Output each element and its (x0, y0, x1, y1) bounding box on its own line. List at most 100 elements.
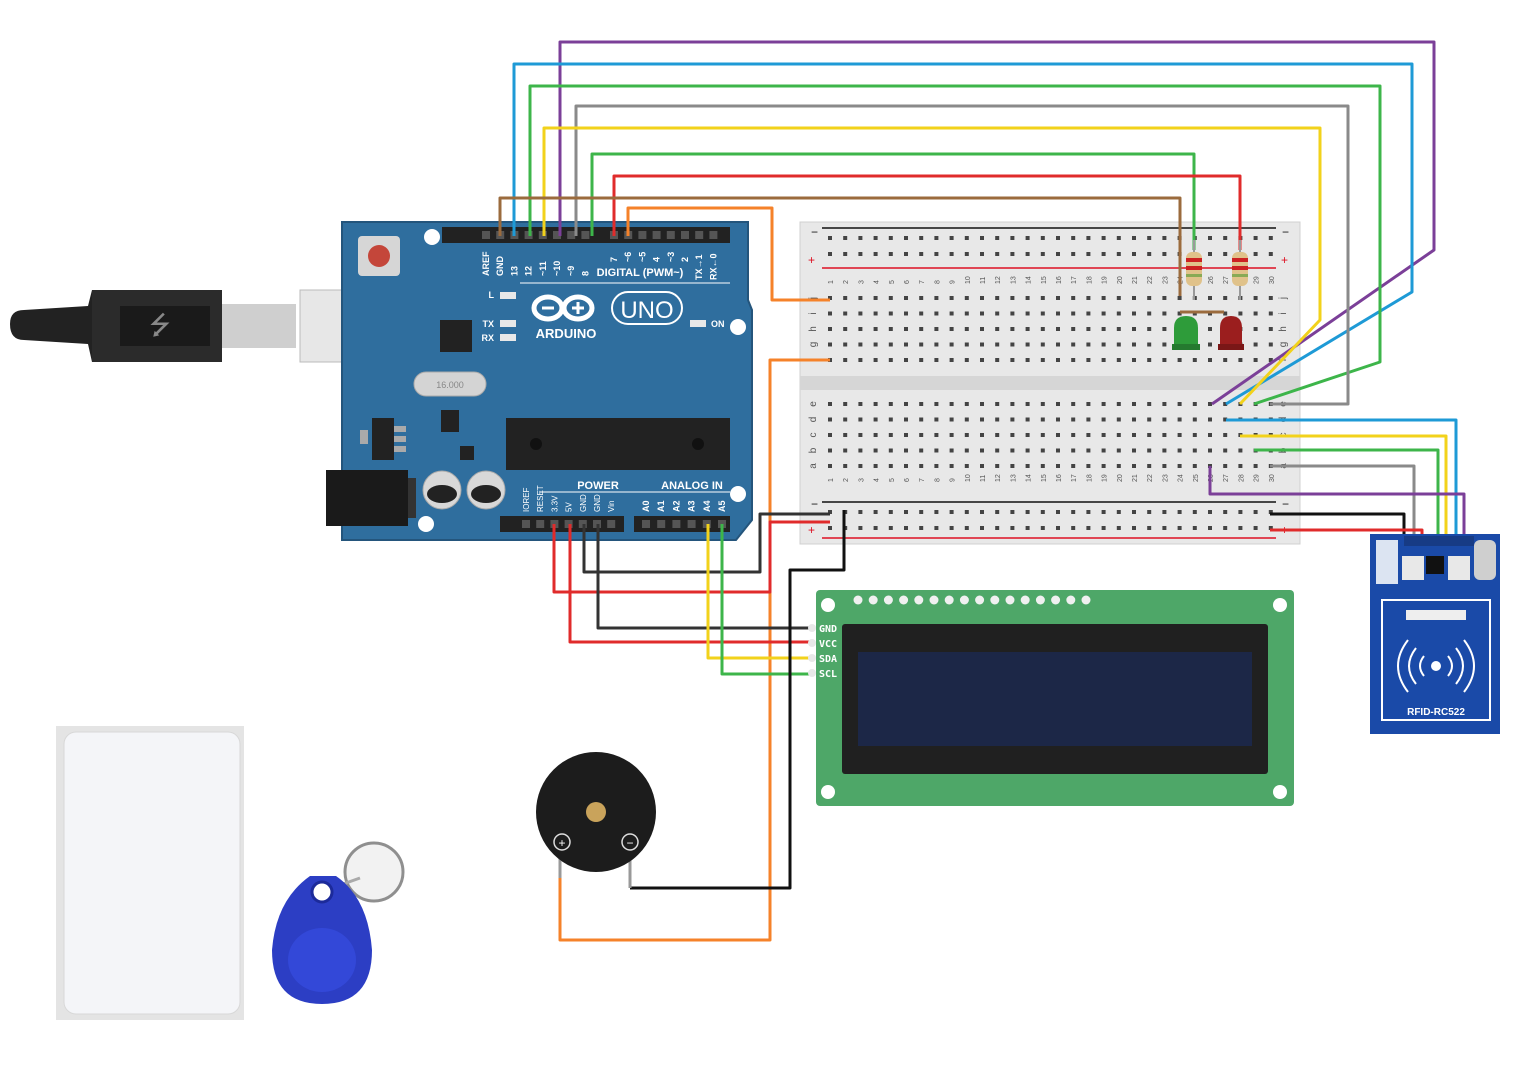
pin-label: GND (495, 256, 505, 277)
column-label: 4 (874, 478, 881, 482)
column-label: 13 (1010, 276, 1017, 284)
digital-label: DIGITAL (PWM~) (597, 267, 684, 279)
led-l (500, 292, 516, 299)
row-label: j (1278, 297, 1289, 300)
power-jack (326, 470, 408, 526)
column-label: 6 (904, 478, 911, 482)
wire-lcd-sda (706, 524, 812, 660)
svg-text:16.000: 16.000 (436, 380, 464, 390)
rfid-key-fob (272, 841, 405, 1004)
column-label: 6 (904, 280, 911, 284)
wire-purple (558, 40, 1436, 406)
wire-lcd-vcc (568, 524, 812, 644)
column-label: 8 (934, 280, 941, 284)
column-label: 17 (1071, 276, 1078, 284)
row-label: g (808, 342, 819, 348)
column-label: 5 (889, 280, 896, 284)
rfid-wave-icon (1397, 639, 1475, 693)
pin-label: 7 (609, 257, 619, 262)
pin-label: A0 (641, 500, 651, 512)
column-label: 21 (1132, 276, 1139, 284)
pin-label: ~11 (538, 261, 548, 276)
column-label: 28 (1238, 474, 1245, 482)
wire-rfid-yellow (1240, 434, 1448, 540)
usb-chip (440, 320, 472, 352)
column-label: 13 (1010, 474, 1017, 482)
svg-text:−: − (811, 497, 818, 511)
row-label: b (808, 447, 819, 453)
column-label: 22 (1147, 276, 1154, 284)
column-label: 18 (1086, 276, 1093, 284)
wire-green-top (528, 84, 1382, 406)
column-label: 23 (1162, 276, 1169, 284)
pin-label: A5 (717, 500, 727, 512)
led-on-label: ON (711, 319, 725, 329)
pin-label: 2 (680, 257, 690, 262)
wire-rfid-blue (1226, 418, 1458, 540)
pin-label: AREF (481, 251, 491, 276)
svg-text:−: − (811, 225, 818, 239)
pin-label: 13 (509, 266, 519, 276)
svg-text:−: − (1282, 225, 1289, 239)
pin-label: RESET (536, 485, 545, 512)
lcd-pin-label: VCC (819, 639, 837, 650)
column-label: 2 (843, 478, 850, 482)
wire-rfid-gray (1270, 464, 1416, 540)
row-label: g (1278, 342, 1289, 348)
rfid-card (56, 726, 244, 1020)
row-label: h (808, 326, 819, 332)
column-label: 20 (1117, 276, 1124, 284)
pin-label: RX←0 (708, 253, 718, 280)
led-on (690, 320, 706, 327)
column-label: 1 (828, 280, 835, 284)
column-label: 15 (1041, 276, 1048, 284)
column-label: 29 (1254, 276, 1261, 284)
led-tx (500, 320, 516, 327)
led-rx (500, 334, 516, 341)
column-label: 4 (874, 280, 881, 284)
column-label: 10 (965, 276, 972, 284)
power-header (500, 516, 624, 532)
pin-label: 12 (524, 266, 534, 276)
column-label: 24 (1178, 474, 1185, 482)
wire-5v-red (552, 520, 830, 594)
wires (498, 40, 1466, 942)
column-label: 8 (934, 478, 941, 482)
column-label: 7 (919, 478, 926, 482)
pin-label: IOREF (522, 487, 531, 512)
wire-orange-pin6 (626, 206, 830, 302)
pin-label: A1 (656, 500, 666, 512)
wire-lcd-scl (720, 524, 812, 676)
pin-label: 5V (565, 502, 574, 512)
svg-text:+: + (1281, 253, 1288, 267)
row-label: h (1278, 326, 1289, 332)
power-label: POWER (577, 480, 619, 492)
led-l-label: L (489, 290, 495, 300)
pin-label: Vin (607, 501, 616, 512)
pin-label: ~3 (666, 252, 676, 262)
rfid-label: RFID-RC522 (1407, 707, 1465, 718)
pin-label: 3.3V (550, 495, 559, 512)
column-label: 11 (980, 277, 987, 284)
led-red (1218, 316, 1244, 350)
pin-label: A4 (702, 500, 712, 512)
column-label: 14 (1026, 474, 1033, 482)
svg-text:+: + (808, 523, 815, 537)
column-label: 9 (950, 478, 957, 482)
brand-label: ARDUINO (536, 326, 597, 341)
column-label: 23 (1162, 474, 1169, 482)
column-label: 19 (1102, 276, 1109, 284)
column-label: 18 (1086, 474, 1093, 482)
column-label: 16 (1056, 474, 1063, 482)
wire-yellow (542, 126, 1322, 406)
model-label: UNO (620, 297, 673, 324)
buzzer-minus-label: − (626, 836, 633, 850)
column-label: 10 (965, 474, 972, 482)
column-label: 19 (1102, 474, 1109, 482)
pin-label: A3 (687, 500, 697, 512)
column-label: 29 (1254, 474, 1261, 482)
column-label: 3 (858, 280, 865, 284)
